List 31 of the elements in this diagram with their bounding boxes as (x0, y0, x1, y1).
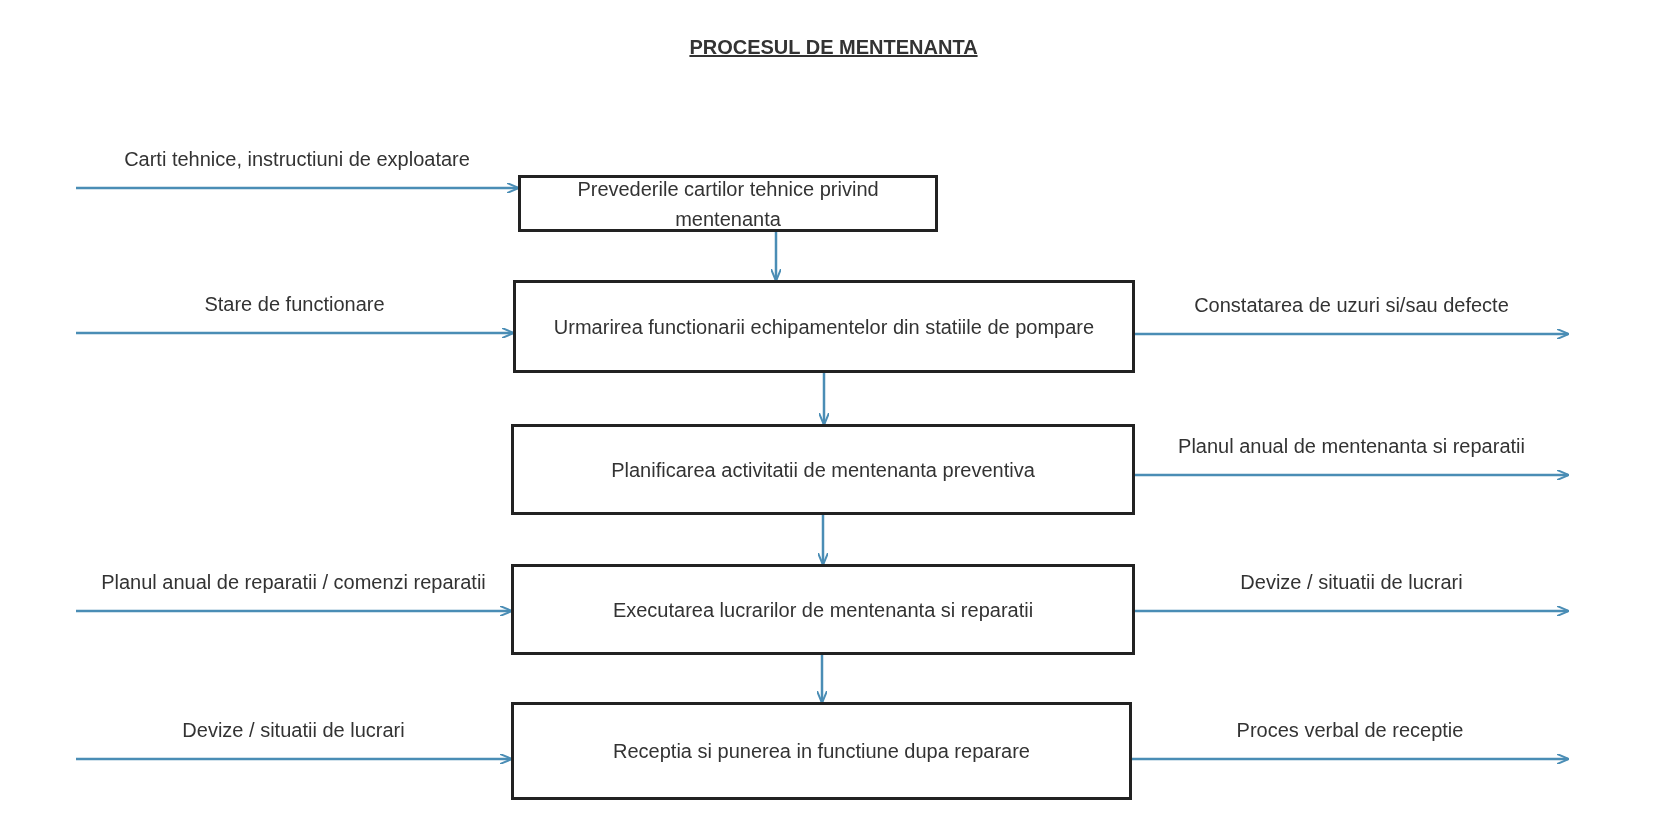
edge-label: Planul anual de reparatii / comenzi reparatii (100, 570, 487, 595)
box-text: Planificarea activitatii de mentenanta preventiva (611, 457, 1035, 483)
edge-label: Constatarea de uzuri si/sau defecte (1193, 293, 1510, 318)
arrow (76, 753, 513, 765)
box-text: Prevederile cartilor tehnice privind mentenanta (576, 176, 880, 232)
arrow (817, 515, 829, 566)
edge-label: Devize / situatii de lucrari (1239, 570, 1464, 595)
arrow (770, 232, 782, 282)
arrow (1132, 753, 1570, 765)
edge-label: Proces verbal de receptie (1235, 718, 1465, 743)
process-box (511, 424, 1135, 515)
arrow (76, 182, 520, 194)
arrow (1135, 605, 1570, 617)
process-box (518, 175, 938, 232)
box-text: Receptia si punerea in functiune dupa reparare (613, 739, 1030, 764)
arrow (76, 605, 513, 617)
process-box (511, 564, 1135, 655)
edge-label: Stare de functionare (203, 292, 386, 317)
process-box (513, 280, 1135, 373)
edge-label: Devize / situatii de lucrari (181, 718, 406, 743)
arrow (818, 373, 830, 426)
process-box (511, 702, 1132, 800)
edge-label: Planul anual de mentenanta si reparatii (1177, 434, 1526, 459)
arrow (76, 327, 515, 339)
arrow (816, 655, 828, 704)
diagram-title: PROCESUL DE MENTENANTA (689, 36, 978, 58)
edge-label: Carti tehnice, instructiuni de exploatare (123, 147, 471, 172)
arrow (1135, 328, 1570, 340)
arrow (1135, 469, 1570, 481)
box-text: Urmarirea functionarii echipamentelor din statiile de pompare (553, 314, 1095, 340)
box-text: Executarea lucrarilor de mentenanta si reparatii (612, 597, 1034, 623)
